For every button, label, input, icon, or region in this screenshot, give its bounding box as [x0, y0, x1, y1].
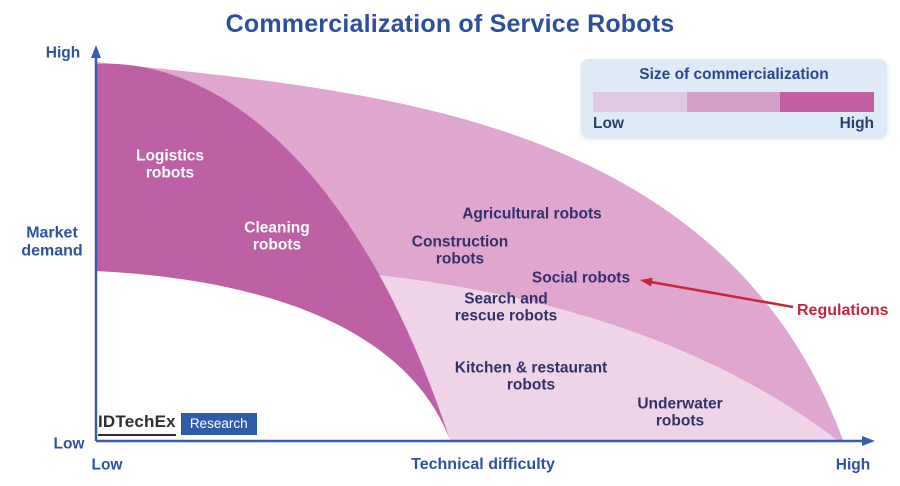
legend-low-label: Low [593, 115, 624, 132]
label-agricultural-robots: Agricultural robots [462, 205, 602, 223]
legend-title: Size of commercialization [639, 66, 829, 83]
label-underwater-robots: Underwater robots [637, 395, 723, 430]
legend-gradient-bar [593, 92, 875, 112]
x-axis-high-label: High [835, 456, 871, 474]
label-cleaning-robots: Cleaning robots [244, 219, 310, 254]
x-axis-low-label: Low [91, 456, 123, 474]
x-axis-arrowhead [862, 436, 875, 446]
regulations-arrowhead [640, 277, 653, 287]
idtechex-logo-research-badge: Research [180, 413, 257, 435]
regulations-annotation: Regulations [797, 302, 889, 319]
legend-segment-low-color [593, 92, 687, 112]
y-axis-arrowhead [91, 45, 101, 58]
band-low-commercialization [96, 263, 837, 440]
band-high-commercialization [96, 63, 450, 440]
label-kitchen-restaurant-robots: Kitchen & restaurant robots [454, 359, 608, 394]
y-axis-low-label: Low [53, 435, 85, 453]
label-search-rescue-robots: Search and rescue robots [454, 290, 558, 325]
legend-segment-mid-color [686, 92, 781, 112]
regulations-arrow-line [650, 280, 794, 309]
label-social-robots: Social robots [531, 269, 631, 287]
legend-segment-high-color [780, 92, 875, 112]
idtechex-logo: IDTechEx Research [98, 412, 257, 436]
idtechex-logo-name: IDTechEx [98, 412, 176, 436]
x-axis-title: Technical difficulty [411, 456, 555, 474]
legend-scale-labels: Low High [593, 115, 874, 133]
label-construction-robots: Construction robots [411, 233, 509, 268]
y-axis-title: Market demand [21, 224, 83, 259]
label-logistics-robots: Logistics robots [135, 147, 205, 182]
legend-box: Size of commercialization Low High [581, 59, 887, 138]
y-axis-high-label: High [45, 44, 81, 62]
legend-high-label: High [839, 115, 874, 132]
chart-title: Commercialization of Service Robots [225, 10, 675, 38]
